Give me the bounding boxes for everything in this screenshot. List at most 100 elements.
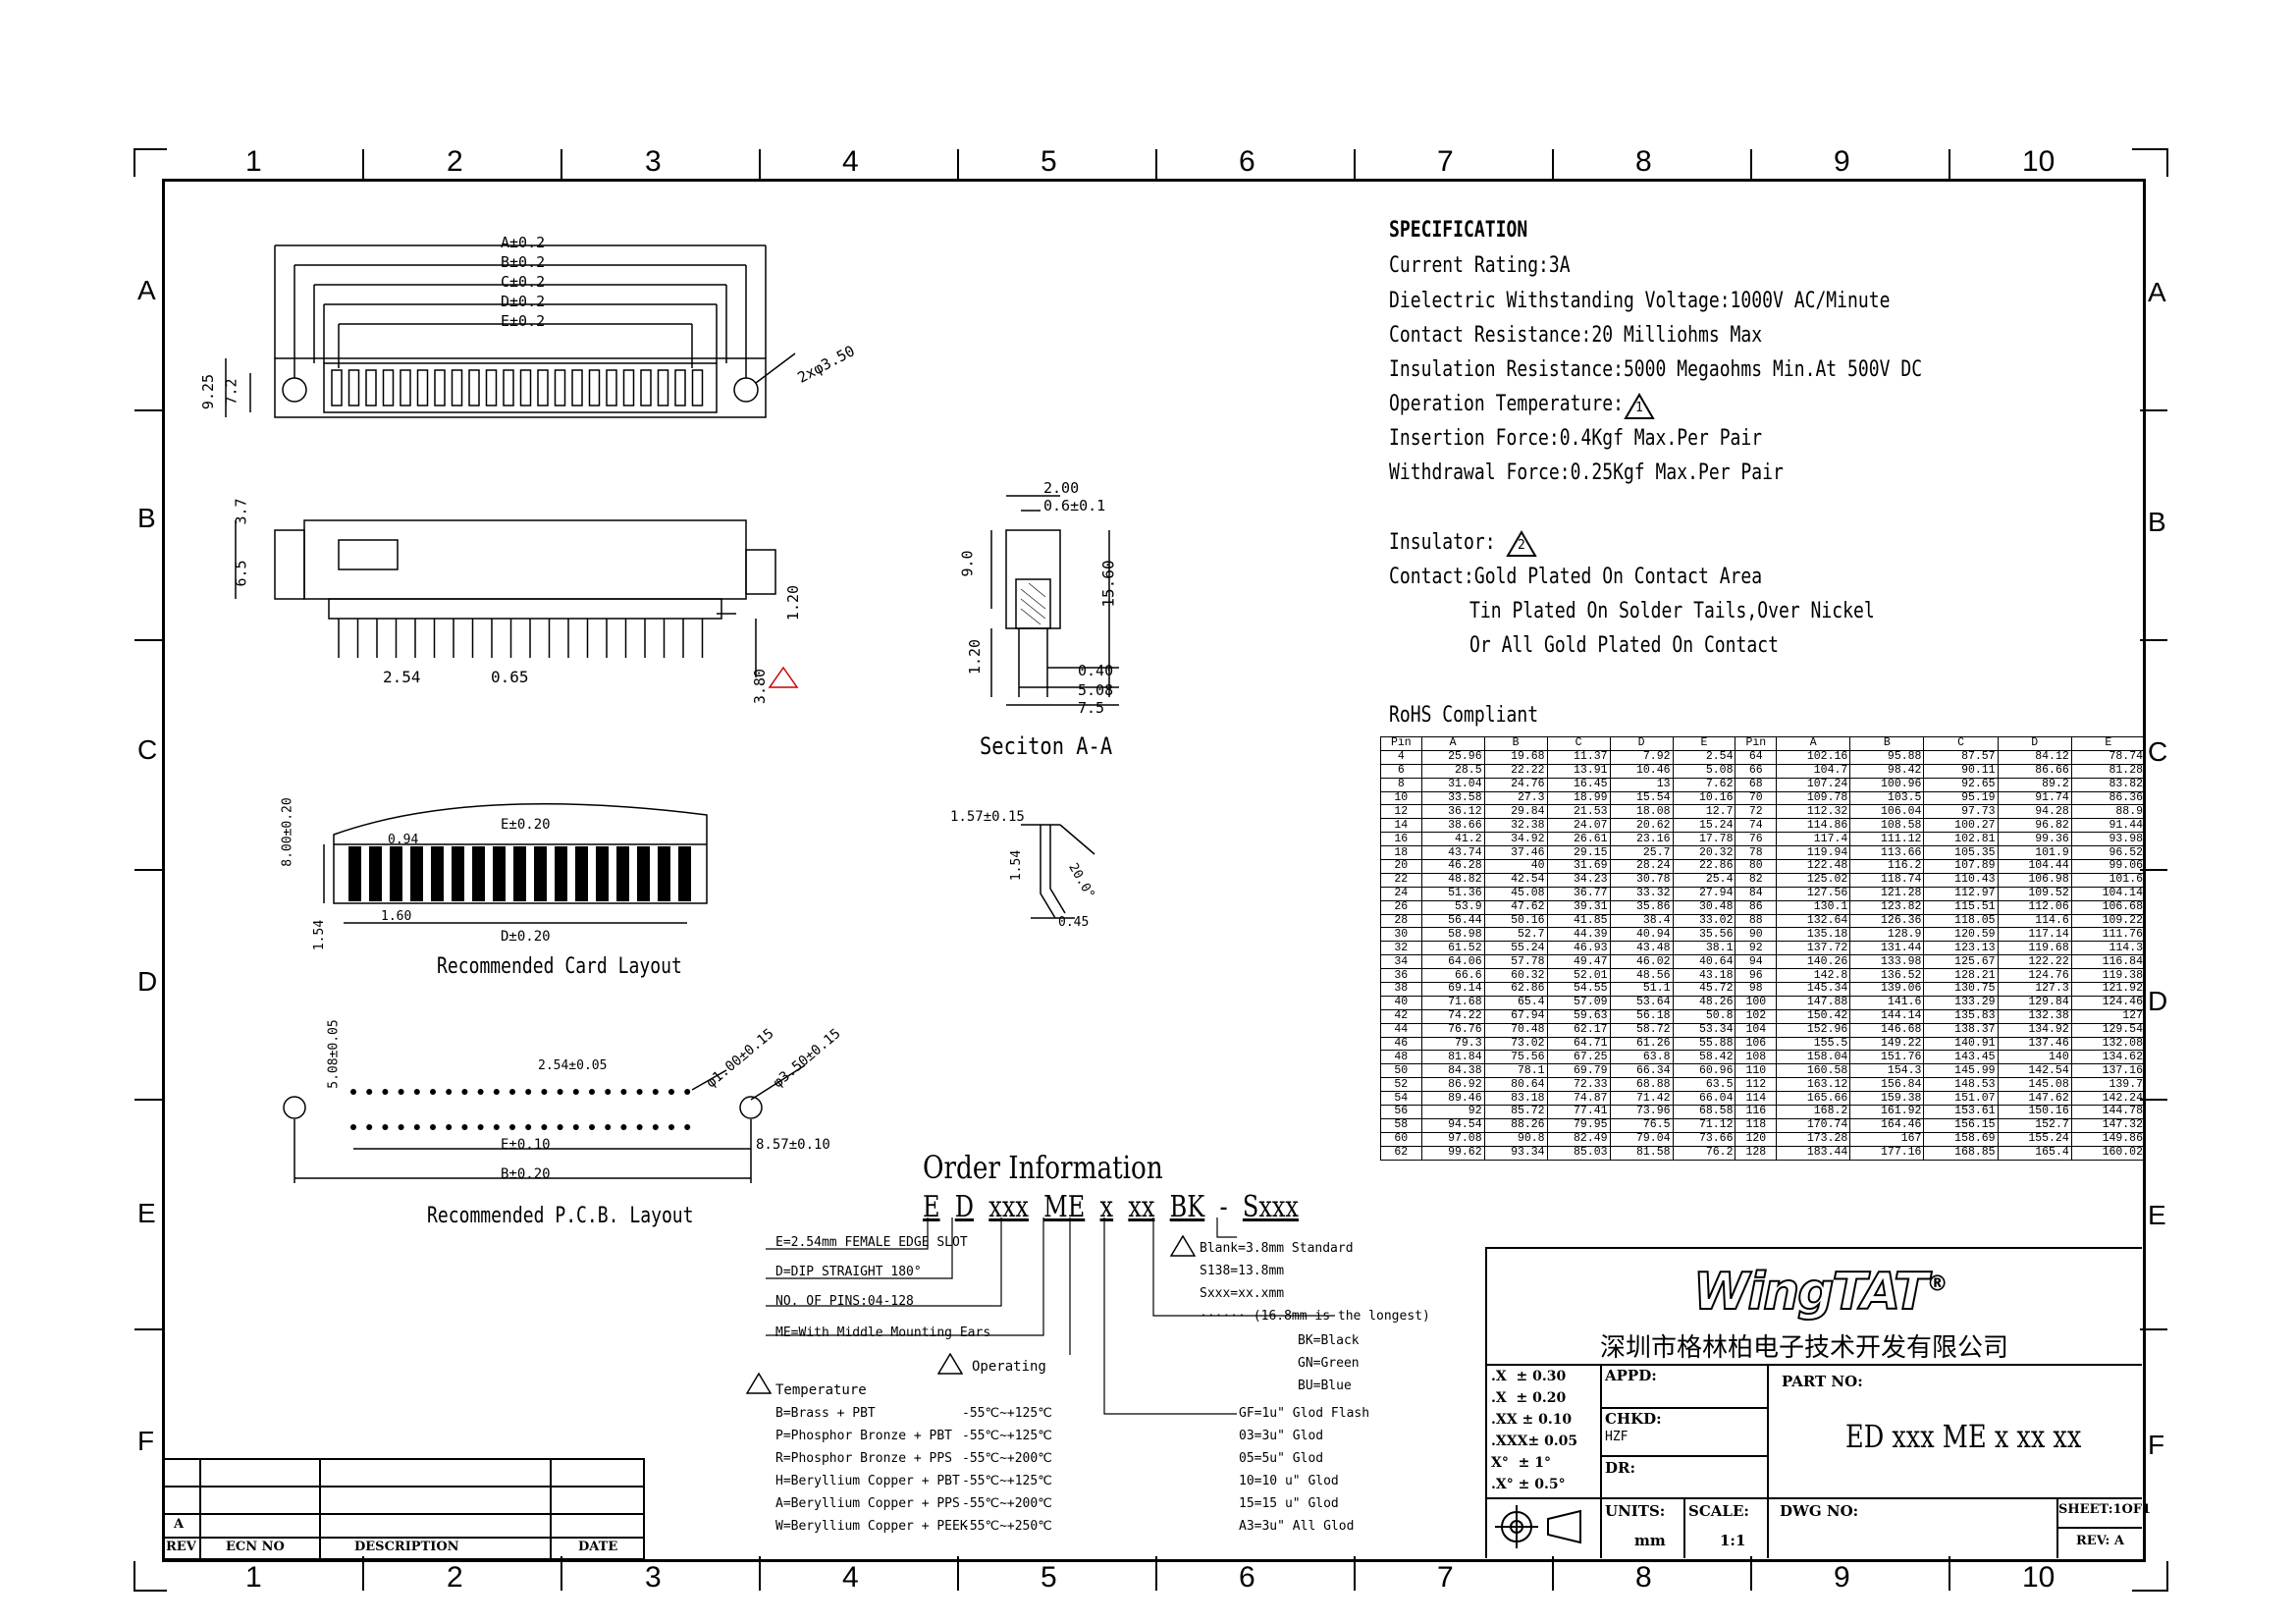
table-cell: 98.42 — [1849, 763, 1925, 779]
table-cell: 103.5 — [1849, 790, 1925, 806]
table-cell: 18.99 — [1546, 790, 1611, 806]
table-cell: 160.58 — [1776, 1063, 1851, 1079]
table-cell: 10.16 — [1672, 790, 1736, 806]
grid-col-6-bottom: 6 — [1239, 1561, 1255, 1594]
table-cell: 137.16 — [2070, 1063, 2147, 1079]
grid-row-B-right: B — [2148, 507, 2166, 537]
table-cell: 55.88 — [1672, 1036, 1736, 1052]
table-cell: 34 — [1380, 954, 1422, 970]
table-cell: 43.48 — [1609, 941, 1674, 956]
table-cell: 58.72 — [1609, 1022, 1674, 1038]
table-cell: 134.62 — [2070, 1050, 2147, 1065]
table-cell: 159.38 — [1849, 1091, 1925, 1107]
spec-line-2: Dielectric Withstanding Voltage:1000V AC… — [1389, 289, 1891, 313]
plating-3: 05=5u" Glod — [1239, 1451, 1324, 1466]
table-cell: 91.74 — [1997, 790, 2072, 806]
contact-d1: 1.57±0.15 — [950, 809, 1025, 825]
table-cell: 80.64 — [1483, 1077, 1548, 1093]
material-item: P=Phosphor Bronze + PBT-55℃~+125℃ — [775, 1429, 1052, 1443]
material-item: R=Phosphor Bronze + PPS-55℃~+200℃ — [775, 1451, 1052, 1466]
spec-line-5: Operation Temperature: — [1389, 392, 1624, 416]
table-cell: 155.24 — [1997, 1131, 2072, 1147]
table-cell: 51.36 — [1420, 886, 1485, 901]
table-cell: 25.7 — [1609, 845, 1674, 861]
table-cell: 128.21 — [1923, 968, 1999, 984]
chkd-label: CHKD: — [1605, 1410, 1662, 1428]
table-cell: 64.06 — [1420, 954, 1485, 970]
sheet-label: SHEET:1OF1 — [2058, 1502, 2152, 1517]
table-cell: 68.58 — [1672, 1105, 1736, 1119]
table-cell: 139.7 — [2070, 1077, 2147, 1093]
contact-d2: 1.54 — [1009, 849, 1025, 882]
table-cell: 77.41 — [1546, 1105, 1611, 1119]
table-cell: 64.71 — [1546, 1036, 1611, 1052]
table-cell: 41.2 — [1420, 832, 1485, 847]
plating-6: A3=3u" All Glod — [1239, 1519, 1355, 1534]
table-cell: 100.27 — [1923, 818, 1999, 834]
dwg-no-label: DWG NO: — [1780, 1502, 1859, 1520]
table-cell: 75.56 — [1483, 1050, 1548, 1065]
table-cell: 32 — [1380, 941, 1422, 956]
table-cell: 152.96 — [1776, 1022, 1851, 1038]
table-cell: 62.17 — [1546, 1022, 1611, 1038]
table-cell: 112.97 — [1923, 886, 1999, 901]
table-cell: 132.08 — [2070, 1036, 2147, 1052]
table-cell: 116 — [1735, 1105, 1778, 1119]
table-cell: 88.9 — [2070, 804, 2147, 820]
ecn-header: ECN NO — [226, 1540, 285, 1554]
table-cell: 71.42 — [1609, 1091, 1674, 1107]
description-header: DESCRIPTION — [354, 1540, 459, 1554]
table-cell: 147.32 — [2070, 1117, 2147, 1133]
table-cell: 36 — [1380, 968, 1422, 984]
table-cell: 26 — [1380, 899, 1422, 915]
spec-insulator: Insulator: — [1389, 530, 1496, 555]
table-cell: 150.42 — [1776, 1008, 1851, 1024]
table-cell: 66.6 — [1420, 968, 1485, 984]
grid-col-10-bottom: 10 — [2022, 1561, 2056, 1594]
order-leader-lines — [766, 1217, 1335, 1415]
table-header: B — [1849, 736, 1925, 751]
contact-detail-drawing — [1021, 824, 1095, 919]
table-cell: 137.46 — [1997, 1036, 2072, 1052]
table-cell: 24.07 — [1546, 818, 1611, 834]
side-dim-1: 3.7 — [232, 498, 250, 525]
table-cell: 31.69 — [1546, 859, 1611, 874]
table-header: D — [1609, 736, 1674, 751]
table-cell: 66.34 — [1609, 1063, 1674, 1079]
grid-col-4-bottom: 4 — [842, 1561, 859, 1594]
table-cell: 14 — [1380, 818, 1422, 834]
material-item: W=Beryllium Copper + PEEK-55℃~+250℃ — [775, 1519, 1052, 1534]
warning-icon — [746, 1373, 772, 1394]
section-caption: Seciton A-A — [980, 732, 1113, 760]
table-cell: 88.26 — [1483, 1117, 1548, 1133]
table-cell: 38.66 — [1420, 818, 1485, 834]
grid-row-D-right: D — [2148, 986, 2168, 1016]
table-cell: 81.84 — [1420, 1050, 1485, 1065]
table-cell: 5.08 — [1672, 763, 1736, 779]
table-cell: 140.91 — [1923, 1036, 1999, 1052]
table-cell: 74.87 — [1546, 1091, 1611, 1107]
table-cell: 107.24 — [1776, 777, 1851, 792]
order-temperature: Temperature — [775, 1382, 867, 1398]
card-e: E±0.20 — [501, 817, 551, 833]
table-cell: 57.78 — [1483, 954, 1548, 970]
table-cell: 71.68 — [1420, 995, 1485, 1010]
table-cell: 112 — [1735, 1077, 1778, 1093]
pcb-e: E±0.10 — [501, 1137, 551, 1153]
table-cell: 79.04 — [1609, 1131, 1674, 1147]
table-cell: 96 — [1735, 968, 1778, 984]
table-cell: 102.81 — [1923, 832, 1999, 847]
table-cell: 39.31 — [1546, 899, 1611, 915]
table-cell: 92 — [1735, 941, 1778, 956]
table-cell: 106.98 — [1997, 872, 2072, 888]
table-cell: 27.3 — [1483, 790, 1548, 806]
table-cell: 48.56 — [1609, 968, 1674, 984]
table-cell: 93.34 — [1483, 1145, 1548, 1161]
